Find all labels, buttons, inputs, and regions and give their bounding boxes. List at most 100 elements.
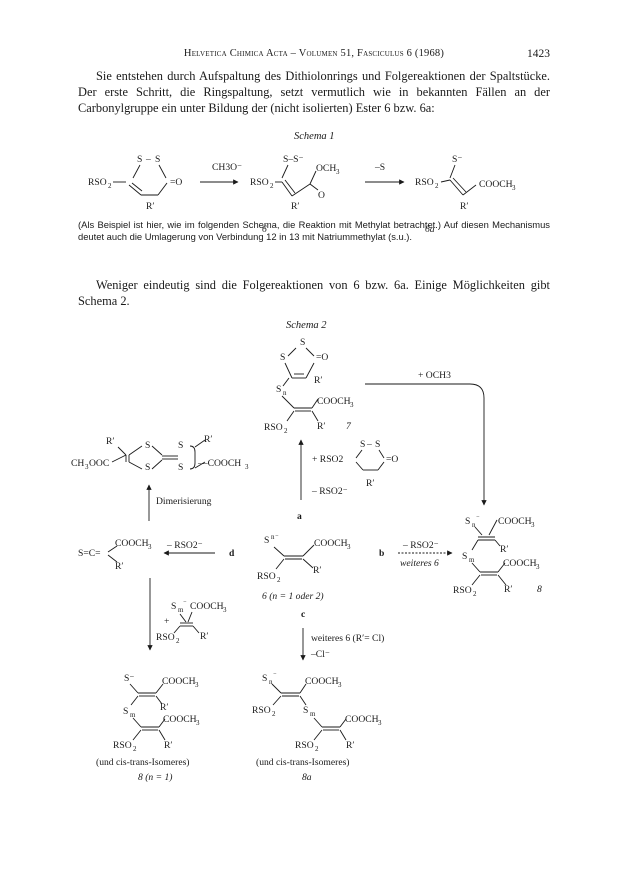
compound-8-label: 8 xyxy=(537,584,542,595)
scheme1-reagent-1: CH3O⁻ xyxy=(212,162,242,173)
svg-text:S: S xyxy=(262,673,267,684)
svg-text:R′: R′ xyxy=(346,740,355,751)
svg-text:COOCH: COOCH xyxy=(162,676,196,687)
svg-text:3: 3 xyxy=(536,563,540,571)
journal-title: Helvetica Chimica Acta – Volumen 51, Fas… xyxy=(183,48,445,59)
svg-text:RSO: RSO xyxy=(295,740,314,751)
svg-text:3: 3 xyxy=(223,606,227,614)
svg-text:3: 3 xyxy=(336,168,340,176)
svg-text:R′: R′ xyxy=(504,584,513,595)
svg-text:RSO: RSO xyxy=(156,632,175,643)
svg-text:3: 3 xyxy=(85,463,89,471)
svg-text:RSO: RSO xyxy=(250,177,269,188)
scheme1-label-6a: 6a xyxy=(425,224,435,235)
svg-text:3: 3 xyxy=(245,463,249,471)
svg-text:S: S xyxy=(375,439,380,450)
svg-text:⁻: ⁻ xyxy=(183,599,187,607)
svg-text:O: O xyxy=(318,190,325,201)
compound-7-label: 7 xyxy=(346,421,352,432)
svg-text:—COOCH: —COOCH xyxy=(197,458,241,469)
svg-text:2: 2 xyxy=(108,182,112,190)
svg-text:3: 3 xyxy=(531,521,535,529)
svg-text:=O: =O xyxy=(386,454,398,465)
scheme1-label-6: 6 xyxy=(262,224,267,235)
svg-text:m: m xyxy=(310,710,316,718)
svg-text:3: 3 xyxy=(347,543,351,551)
svg-text:R′: R′ xyxy=(460,201,469,212)
svg-text:R′: R′ xyxy=(106,436,115,447)
svg-text:RSO: RSO xyxy=(453,585,472,596)
minus-rso2-b: – RSO2⁻ xyxy=(402,540,439,551)
svg-text:2: 2 xyxy=(133,745,137,753)
svg-text:2: 2 xyxy=(315,745,319,753)
svg-text:R′: R′ xyxy=(313,565,322,576)
scheme1-title: Schema 1 xyxy=(294,131,335,142)
svg-text:S: S xyxy=(178,440,183,451)
minus-rso2-a: – RSO2⁻ xyxy=(311,486,348,497)
svg-text:S: S xyxy=(123,706,128,717)
svg-text:3: 3 xyxy=(512,184,516,192)
isomers-left-label: (und cis-trans-Isomeres) xyxy=(96,757,190,768)
svg-text:R′: R′ xyxy=(200,631,209,642)
svg-text:S: S xyxy=(145,440,150,451)
route-a-label: a xyxy=(297,511,302,522)
second-paragraph: Weniger eindeutig sind die Folgereaktion… xyxy=(78,278,550,309)
svg-text:RSO: RSO xyxy=(264,422,283,433)
svg-text:OCH: OCH xyxy=(316,163,336,174)
svg-text:S: S xyxy=(178,462,183,473)
plus-rso2-reagent: + RSO2 xyxy=(312,454,343,465)
svg-text:S⁻: S⁻ xyxy=(124,673,134,684)
svg-text:S: S xyxy=(462,551,467,562)
svg-text:R′: R′ xyxy=(164,740,173,751)
compound-8a-label: 8a xyxy=(302,772,312,783)
svg-text:3: 3 xyxy=(195,681,199,689)
svg-text:S: S xyxy=(171,601,176,612)
isomers-right-label: (und cis-trans-Isomeres) xyxy=(256,757,350,768)
svg-text:2: 2 xyxy=(473,590,477,598)
svg-text:⁻: ⁻ xyxy=(476,514,480,522)
svg-text:S⁻: S⁻ xyxy=(452,154,462,165)
svg-text:R′: R′ xyxy=(160,702,169,713)
svg-text:COOCH: COOCH xyxy=(498,516,532,527)
svg-text:S: S xyxy=(300,337,305,348)
svg-text:m: m xyxy=(178,606,184,614)
svg-text:S: S xyxy=(280,352,285,363)
svg-text:R′: R′ xyxy=(146,201,155,212)
svg-text:S: S xyxy=(264,535,269,546)
svg-text:COOCH: COOCH xyxy=(314,538,348,549)
svg-text:OOC: OOC xyxy=(89,458,109,469)
minus-cl-label: –Cl⁻ xyxy=(310,649,330,660)
svg-text:COOCH: COOCH xyxy=(345,714,379,725)
scheme1-reagent-2: –S xyxy=(374,162,385,173)
svg-text:S: S xyxy=(276,384,281,395)
svg-text:S: S xyxy=(465,516,470,527)
weiteres-6-cl-label: weiteres 6 (R′= Cl) xyxy=(311,633,384,644)
route-c-label: c xyxy=(301,609,306,620)
svg-text:S: S xyxy=(155,154,160,165)
svg-text:m: m xyxy=(469,556,475,564)
svg-text:3: 3 xyxy=(378,719,382,727)
svg-text:COOCH: COOCH xyxy=(115,538,149,549)
scheme2-title: Schema 2 xyxy=(286,320,327,331)
svg-text:S: S xyxy=(360,439,365,450)
svg-text:2: 2 xyxy=(435,182,439,190)
route-d-label: d xyxy=(229,548,235,559)
svg-text:m: m xyxy=(130,711,136,719)
svg-text:RSO: RSO xyxy=(415,177,434,188)
svg-text:3: 3 xyxy=(148,543,152,551)
route-b-label: b xyxy=(379,548,384,559)
svg-text:3: 3 xyxy=(196,719,200,727)
svg-text:RSO: RSO xyxy=(252,705,271,716)
svg-text:n: n xyxy=(283,389,287,397)
minus-rso2-d: – RSO2⁻ xyxy=(166,540,203,551)
svg-text:COOCH: COOCH xyxy=(317,396,351,407)
